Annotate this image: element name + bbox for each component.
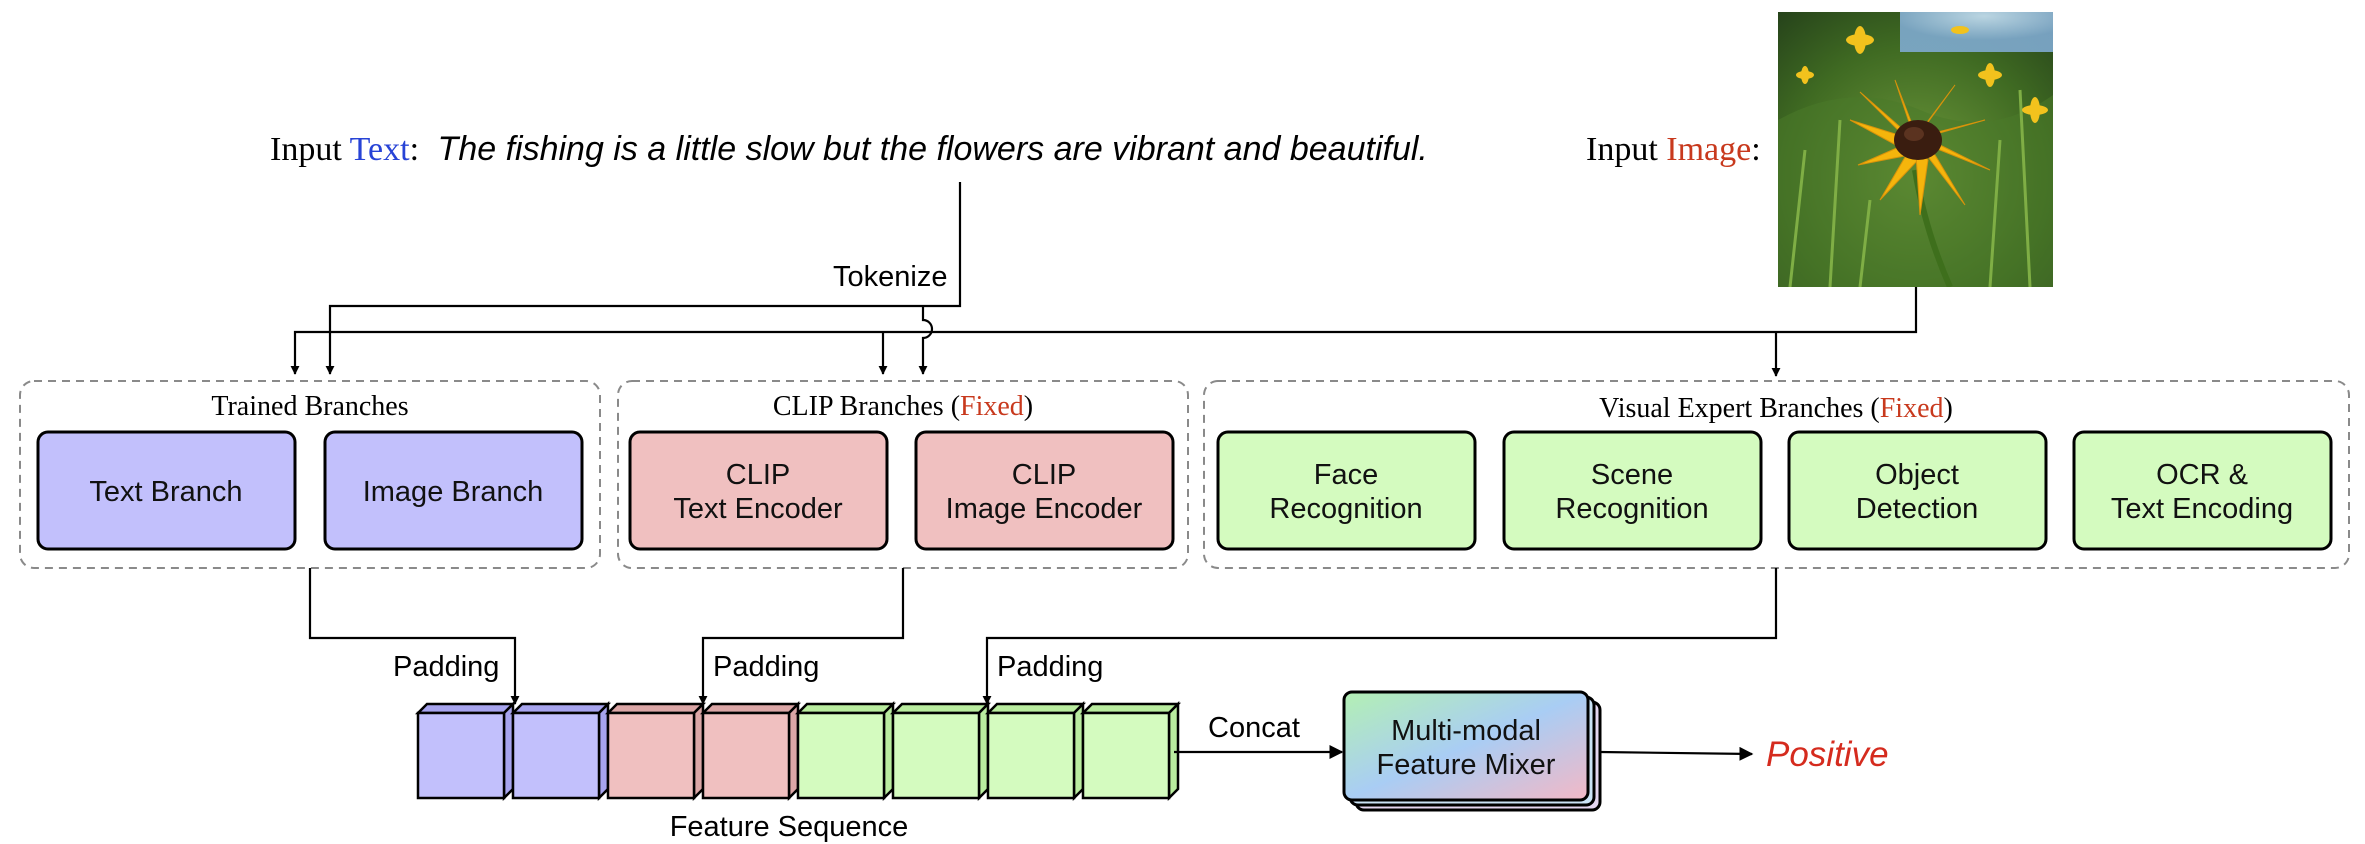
- face-recognition-box: Face Recognition: [1216, 430, 1477, 551]
- concat-label: Concat: [1208, 712, 1300, 744]
- padding-label-experts: Padding: [997, 651, 1103, 683]
- visual-title-close: ): [1944, 393, 1953, 424]
- input-text-line: Input Text: The fishing is a little slow…: [270, 130, 1428, 168]
- experts-to-sequence-arrow: [982, 568, 1778, 705]
- feature-mixer-box: Multi-modal Feature Mixer: [1342, 690, 1602, 812]
- ocr-text-encoding-box: OCR & Text Encoding: [2072, 430, 2333, 551]
- feature-sequence-label: Feature Sequence: [670, 811, 909, 843]
- object-detection-box: Object Detection: [1787, 430, 2048, 551]
- padding-label-trained: Padding: [393, 651, 499, 683]
- feature-token-expert: [794, 700, 897, 802]
- padding-label-clip: Padding: [713, 651, 819, 683]
- feature-token-expert: [984, 700, 1087, 802]
- image-to-image-branch-arrow: [290, 287, 1918, 375]
- ocr-text-encoding-line2: Text Encoding: [2111, 493, 2293, 525]
- face-recognition-line2: Recognition: [1269, 493, 1422, 525]
- visual-expert-branches-group: Visual Expert Branches (Fixed): [1203, 380, 2350, 569]
- feature-token-clip: [604, 700, 707, 802]
- visual-branches-title-text: Visual Expert Branches (: [1599, 393, 1880, 424]
- face-recognition-line1: Face: [1314, 459, 1378, 491]
- clip-text-encoder-line2: Text Encoder: [673, 493, 843, 525]
- scene-recognition-box: Scene Recognition: [1502, 430, 1763, 551]
- tokenized-text-to-clip-text-arrow: [918, 306, 934, 375]
- output-prediction-label: Positive: [1766, 735, 1889, 774]
- visual-fixed-label: Fixed: [1880, 393, 1944, 424]
- input-text-prefix: Input: [270, 131, 350, 168]
- clip-image-encoder-line2: Image Encoder: [946, 493, 1143, 525]
- image-branch-label: Image Branch: [363, 476, 544, 508]
- scene-recognition-line1: Scene: [1591, 459, 1673, 491]
- input-image-line: Input Image:: [1586, 131, 1761, 168]
- ocr-text-encoding-line1: OCR &: [2156, 459, 2248, 491]
- input-flower-image: [1778, 12, 2053, 287]
- feature-mixer-line2: Feature Mixer: [1377, 749, 1556, 781]
- input-text-colon: :: [410, 131, 419, 168]
- feature-token-expert: [889, 700, 992, 802]
- input-text-keyword: Text: [350, 131, 410, 168]
- clip-fixed-label: Fixed: [960, 391, 1024, 422]
- text-branch-box: Text Branch: [36, 430, 297, 551]
- text-branch-label: Text Branch: [89, 476, 242, 508]
- clip-image-encoder-line1: CLIP: [1012, 459, 1076, 491]
- feature-mixer-line1: Multi-modal: [1391, 715, 1541, 747]
- clip-to-sequence-arrow: [698, 568, 905, 705]
- clip-branches-title-text: CLIP Branches (: [773, 391, 960, 422]
- feature-token-clip: [699, 700, 802, 802]
- input-image-keyword: Image: [1666, 131, 1751, 168]
- output-arrow: [1599, 746, 1754, 761]
- input-image-prefix: Input: [1586, 131, 1666, 168]
- feature-token-expert: [1079, 700, 1182, 802]
- object-detection-line1: Object: [1875, 459, 1959, 491]
- tokenized-text-to-text-branch-arrow: [325, 182, 962, 375]
- input-image-colon: :: [1751, 131, 1760, 168]
- scene-recognition-line2: Recognition: [1555, 493, 1708, 525]
- clip-text-encoder-box: CLIP Text Encoder: [628, 430, 889, 551]
- tokenize-label: Tokenize: [833, 261, 947, 293]
- input-sentence: The fishing is a little slow but the flo…: [438, 130, 1428, 168]
- feature-sequence: [414, 700, 1182, 802]
- feature-token-trained: [509, 700, 612, 802]
- image-branch-box: Image Branch: [323, 430, 584, 551]
- trained-branches-group: Trained Branches: [19, 380, 601, 569]
- clip-image-encoder-box: CLIP Image Encoder: [914, 430, 1175, 551]
- trained-to-sequence-arrow: [308, 568, 520, 705]
- object-detection-line2: Detection: [1856, 493, 1979, 525]
- clip-text-encoder-line1: CLIP: [726, 459, 790, 491]
- clip-title-close: ): [1024, 391, 1033, 422]
- visual-expert-branches-title: Visual Expert Branches (Fixed): [1599, 393, 1953, 424]
- feature-token-trained: [414, 700, 517, 802]
- clip-branches-title: CLIP Branches (Fixed): [773, 391, 1033, 422]
- trained-branches-title: Trained Branches: [211, 391, 408, 422]
